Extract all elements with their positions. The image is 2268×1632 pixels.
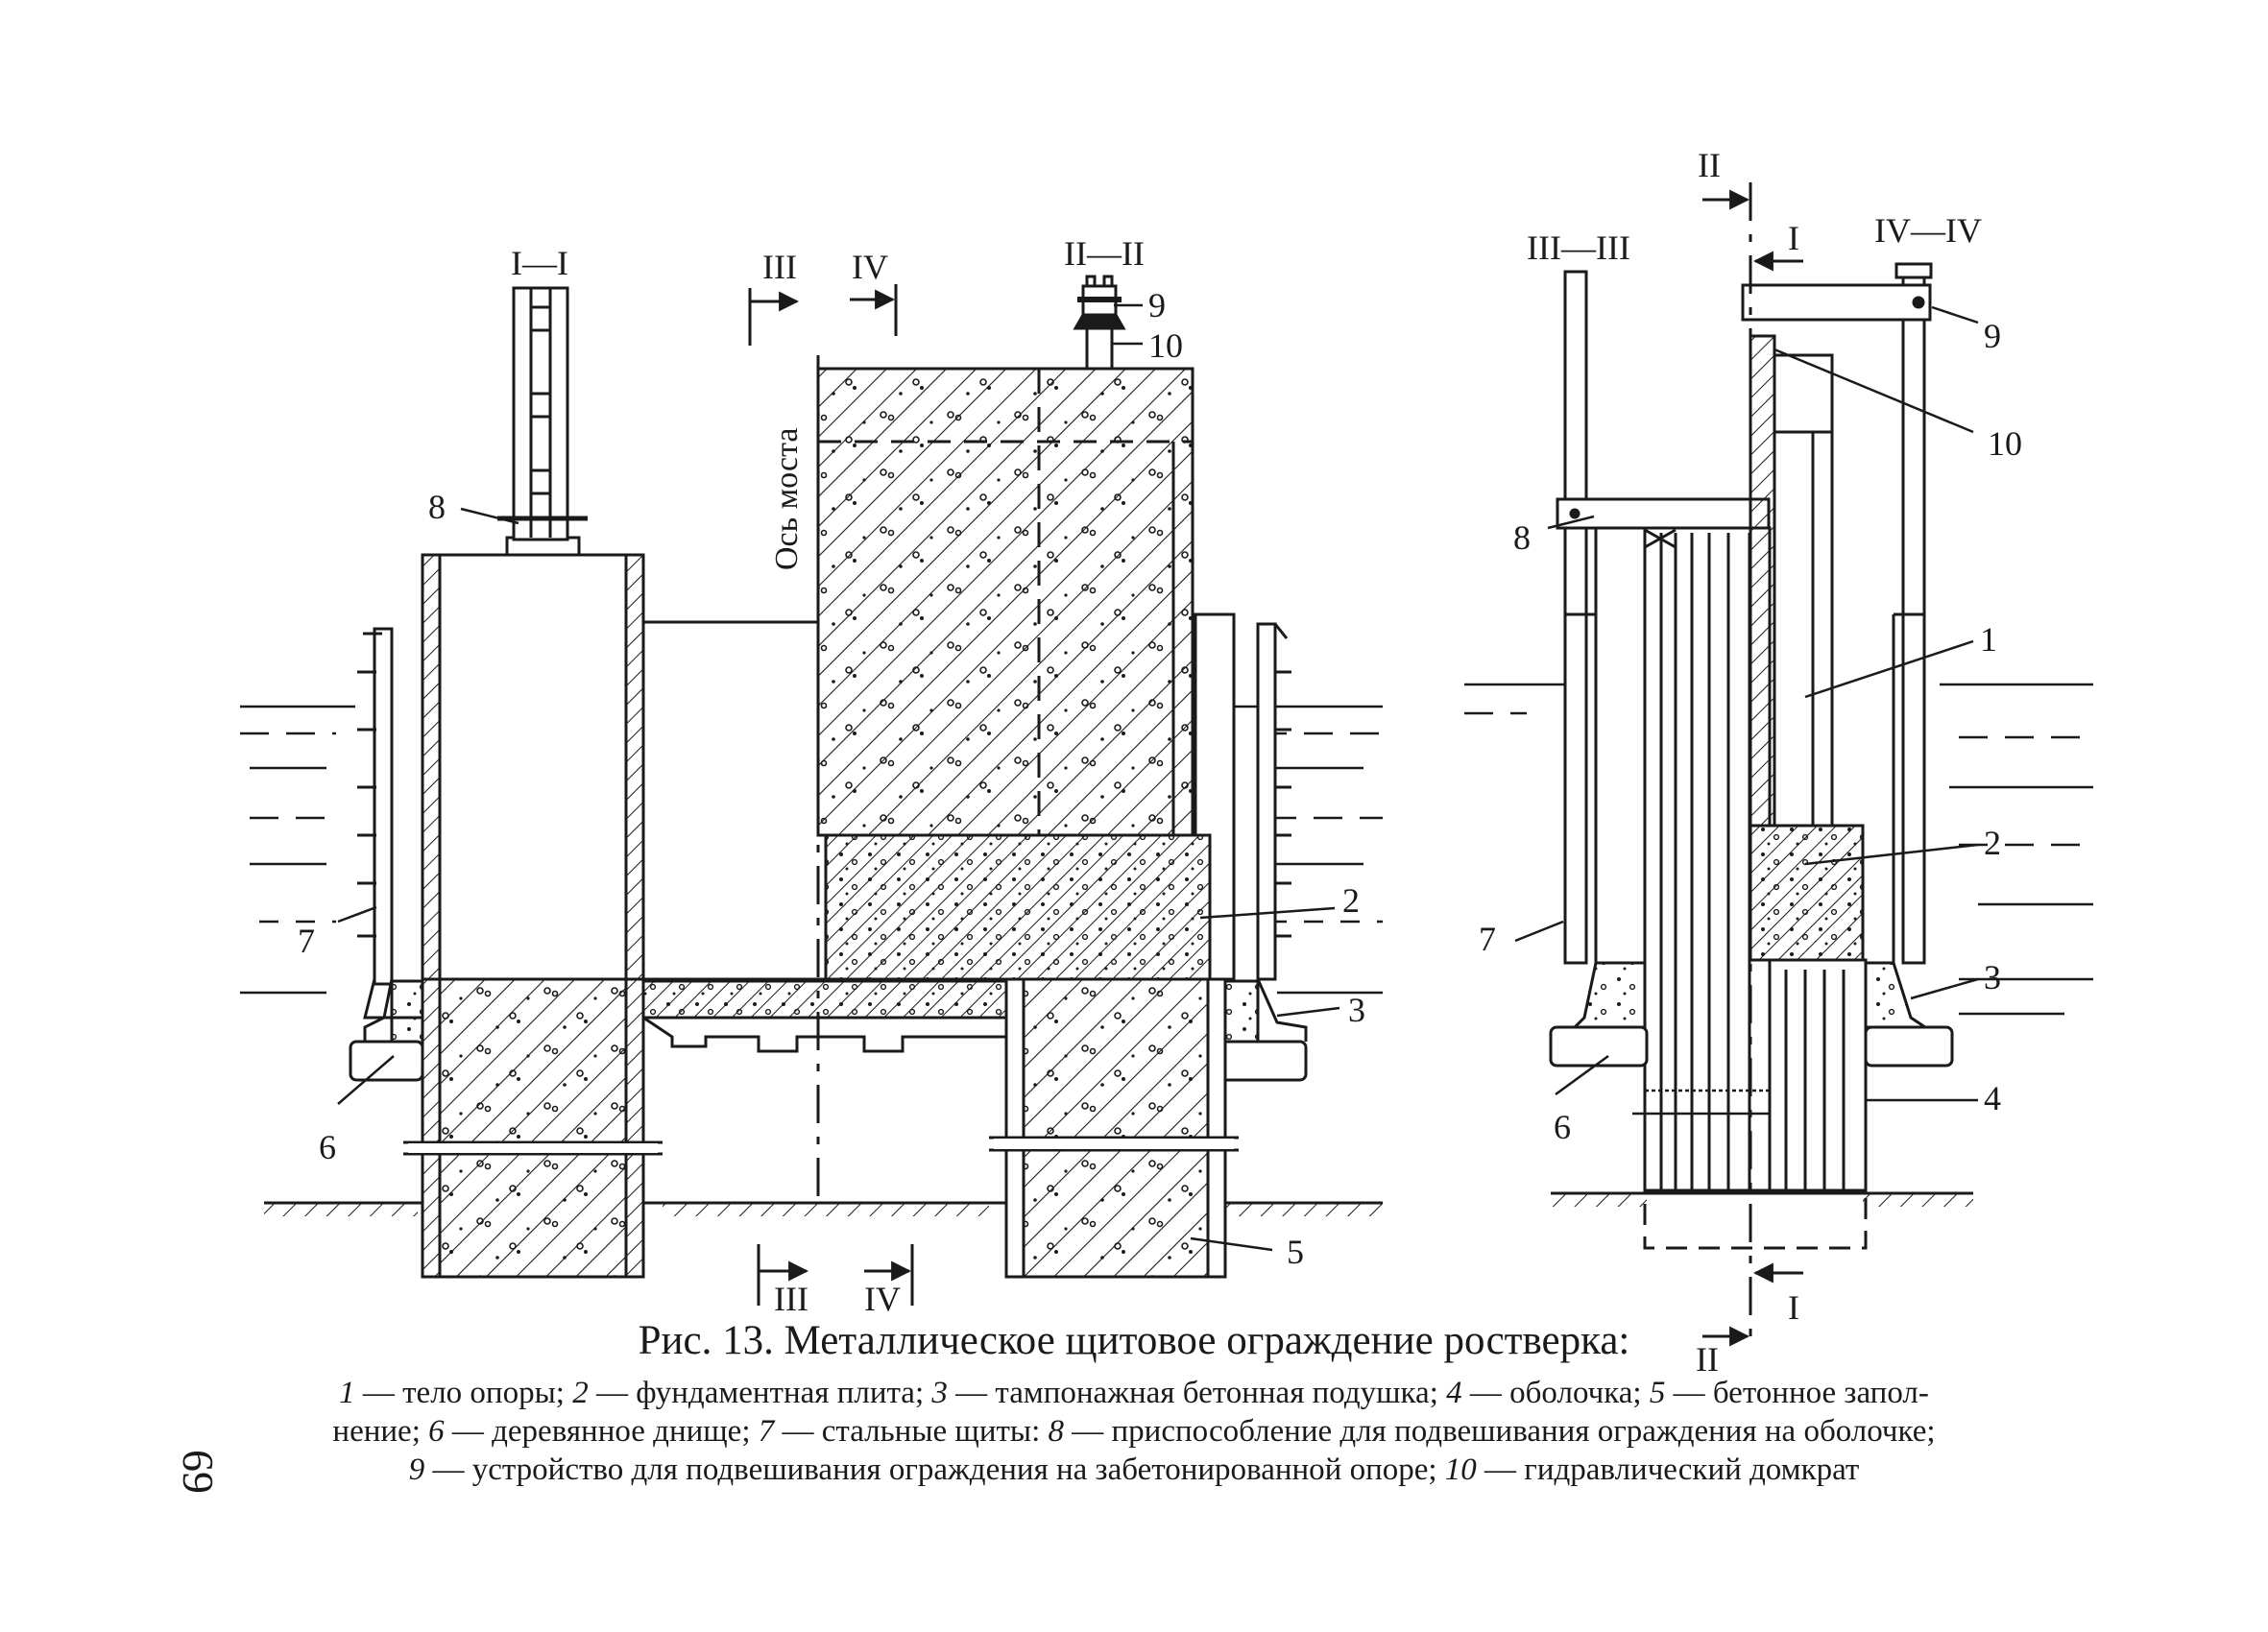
hanging-beam-8-rv	[1556, 497, 1771, 530]
callout-1-rv: 1	[1980, 620, 1997, 659]
left-shell-pile	[403, 553, 663, 1279]
legend-text: — приспособление для подвешивания огражд…	[1064, 1414, 1936, 1449]
section-label-III-III-rv: III—III	[1527, 228, 1630, 267]
foundation-plate-rv	[1749, 824, 1865, 962]
figure-caption: Рис. 13. Металлическое щитовое ограждени…	[638, 1318, 1630, 1363]
steel-panels-right	[1256, 622, 1291, 981]
legend-num: 4	[1446, 1376, 1462, 1410]
section-label-II-top-rv: II	[1698, 146, 1721, 184]
section-label-II-II: II—II	[1064, 234, 1145, 273]
right-pile-concrete-fill	[989, 977, 1239, 1279]
callout-9-rv: 9	[1984, 317, 2001, 355]
hanging-beam-9-rv	[1741, 283, 1932, 322]
tamponage-cushion-rv	[1549, 961, 1954, 1068]
legend-num: 9	[408, 1452, 425, 1487]
legend-text: — оболочка;	[1461, 1376, 1650, 1410]
device-9-and-jack-10	[1073, 275, 1126, 371]
callout-7-rv: 7	[1479, 920, 1496, 958]
steel-panel-left-rv	[1563, 270, 1598, 965]
legend-num: 3	[931, 1376, 948, 1410]
legend-text: — тело опоры;	[354, 1376, 573, 1410]
water-lines-right	[1464, 683, 2093, 1016]
section-label-I-I: I—I	[511, 244, 568, 282]
legend-num: 10	[1444, 1452, 1477, 1487]
legend-line-1: 1 — тело опоры; 2 — фундаментная плита; …	[0, 1376, 2268, 1411]
legend-num: 1	[339, 1376, 355, 1410]
pier-body-rv	[1749, 334, 1834, 828]
labels-left-view: I—I II—II III IV III IV Ось моста 8 9 10…	[298, 234, 1365, 1318]
bridge-axis-label: Ось моста	[769, 428, 805, 570]
section-markers-top	[748, 284, 898, 346]
legend-text: нение;	[332, 1414, 429, 1449]
callout-4-rv: 4	[1984, 1079, 2001, 1117]
hanging-device-8-left	[497, 286, 588, 557]
shell-background	[632, 620, 828, 981]
callout-3-rv: 3	[1984, 958, 2001, 996]
callout-10-left: 10	[1148, 326, 1183, 365]
labels-right-view: II I III—III IV—IV I II 9 10 8 1 2 3 7 6…	[1479, 146, 2022, 1379]
callout-9-left: 9	[1148, 286, 1166, 324]
legend-text: — деревянное днище;	[444, 1414, 759, 1449]
callout-leaders-right	[1514, 305, 1979, 1102]
callout-8-left: 8	[428, 488, 446, 526]
callout-7-left: 7	[298, 922, 315, 960]
legend-text: — фундаментная плита;	[588, 1376, 932, 1410]
callout-leaders-left	[337, 303, 1340, 1252]
callout-2-left: 2	[1342, 881, 1360, 920]
callout-10-rv: 10	[1988, 424, 2022, 463]
legend-num: 7	[758, 1414, 775, 1449]
foundation-plate	[824, 833, 1212, 981]
right-view	[1464, 182, 2093, 1347]
callout-5-left: 5	[1287, 1233, 1304, 1271]
section-label-I-bottom-rv: I	[1788, 1288, 1799, 1327]
legend-num: 8	[1048, 1414, 1065, 1449]
page-number: 69	[174, 1450, 223, 1494]
section-label-III-top: III	[762, 248, 797, 286]
section-label-IV-bottom: IV	[864, 1280, 901, 1318]
legend-text: — стальные щиты:	[774, 1414, 1049, 1449]
callout-6-rv: 6	[1554, 1108, 1571, 1146]
ground-right	[1551, 1191, 1973, 1207]
section-label-II-bottom-rv: II	[1696, 1340, 1719, 1379]
legend-num: 6	[428, 1414, 445, 1449]
steel-panels-left	[357, 627, 422, 1020]
callout-3-left: 3	[1348, 991, 1365, 1029]
section-label-I-top-rv: I	[1788, 219, 1799, 257]
legend-text: — тампонажная бетонная подушка;	[947, 1376, 1447, 1410]
legend-line-3: 9 — устройство для подвешивания огражден…	[0, 1452, 2268, 1488]
legend-num: 2	[572, 1376, 589, 1410]
section-label-III-bottom: III	[774, 1280, 808, 1318]
legend-line-2: нение; 6 — деревянное днище; 7 — стальны…	[0, 1414, 2268, 1450]
steel-panel-right-rv	[1892, 262, 1933, 965]
callout-8-rv: 8	[1513, 518, 1531, 557]
section-markers-rv	[1702, 189, 1803, 1347]
legend-text: — устройство для подвешивания ограждения…	[424, 1452, 1445, 1487]
section-label-IV-top: IV	[852, 248, 888, 286]
tamponage-slab-left	[349, 978, 1308, 1082]
legend-text: — гидравлический домкрат	[1476, 1452, 1860, 1487]
callout-6-left: 6	[319, 1128, 336, 1166]
callout-2-rv: 2	[1984, 824, 2001, 862]
section-markers-bottom	[757, 1244, 914, 1306]
section-label-IV-IV-rv: IV—IV	[1874, 211, 1982, 250]
legend-num: 5	[1649, 1376, 1666, 1410]
left-view	[240, 275, 1383, 1306]
legend-text: — бетонное запол-	[1665, 1376, 1929, 1410]
